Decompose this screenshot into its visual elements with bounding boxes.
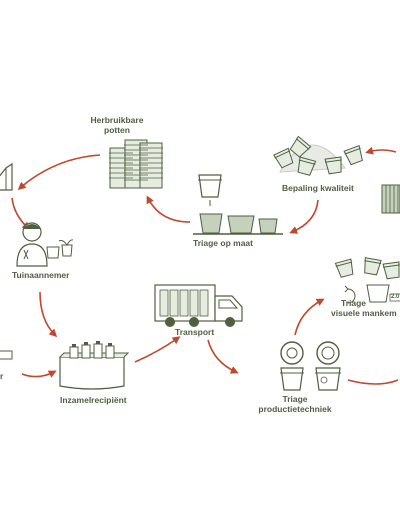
label-triage-visuele-mankementen: Triage visuele mankem <box>331 298 397 318</box>
truck-icon <box>154 284 243 327</box>
arrow-left-to-bin <box>21 370 57 378</box>
arrow-kwaliteit-to-triage <box>289 199 319 234</box>
label-triage-productietechniek: Triage productietechniek <box>258 394 331 414</box>
arrow-pots-to-house <box>17 154 101 190</box>
label-transport: Transport <box>175 327 215 337</box>
label-partial-left: r <box>0 371 4 381</box>
arrow-visueel-to-right <box>347 379 399 385</box>
arrow-house-to-gardener <box>11 197 31 231</box>
label-visueel-line1: Triage <box>341 298 367 308</box>
label-productie-line2: productietechniek <box>258 404 332 414</box>
label-herbruikbare-line1: Herbruikbare <box>90 115 144 125</box>
recycle-icon <box>344 285 356 304</box>
label-bepaling-kwaliteit: Bepaling kwaliteit <box>282 183 354 193</box>
label-visueel-line2: visuele mankem <box>331 308 397 318</box>
arrow-gardener-to-bin <box>39 291 58 338</box>
cycle-arrows <box>11 146 399 385</box>
label-size-tag: 2.0 <box>391 294 400 300</box>
label-tuinaannemer: Tuinaannemer <box>12 270 70 280</box>
label-herbruikbare-line2: potten <box>104 125 130 135</box>
arrow-trays-to-kwaliteit <box>365 146 397 155</box>
arrow-triage-to-pots <box>146 195 191 223</box>
visual-triage-pots-icon <box>334 257 400 304</box>
arrow-productie-to-visueel <box>294 298 325 336</box>
arrow-transport-to-productie <box>207 339 239 374</box>
house-icon <box>0 162 13 191</box>
label-triage-op-maat: Triage op maat <box>193 238 253 248</box>
sorted-pots-icon <box>193 213 283 235</box>
stacked-trays-icon <box>381 184 400 214</box>
arrow-bin-to-transport <box>134 336 181 363</box>
label-inzamelrecipient: Inzamelrecipiënt <box>60 395 127 405</box>
pot-inspection-icon <box>280 341 341 391</box>
collection-bin-icon <box>59 341 130 390</box>
gardener-icon <box>16 222 74 267</box>
broken-pots-pile-icon <box>272 135 366 177</box>
single-pot-icon <box>198 174 222 206</box>
stacked-pots-icon <box>109 139 163 189</box>
partial-left-item <box>0 350 13 360</box>
label-productie-line1: Triage <box>282 394 308 404</box>
label-herbruikbare-potten: Herbruikbare potten <box>91 115 144 135</box>
